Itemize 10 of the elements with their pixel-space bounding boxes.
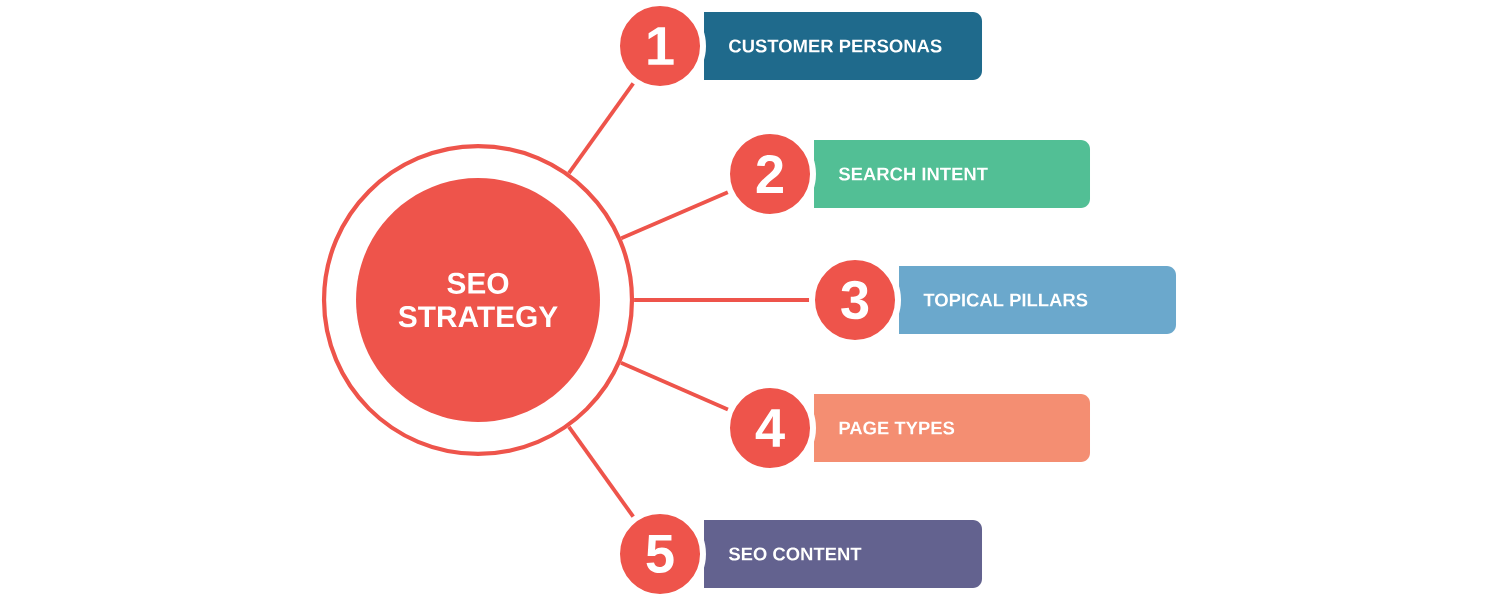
connector-line <box>567 425 635 518</box>
label-bar: TOPICAL PILLARS <box>899 266 1176 334</box>
label-bar: PAGE TYPES <box>814 394 1090 462</box>
label-bar: SEO CONTENT <box>704 520 982 588</box>
connector-line <box>620 190 729 240</box>
connector-line <box>634 298 810 302</box>
connector-line <box>620 360 729 412</box>
connector-line <box>567 82 635 175</box>
label-bar: CUSTOMER PERSONAS <box>704 12 982 80</box>
label-bar: SEARCH INTENT <box>814 140 1090 208</box>
